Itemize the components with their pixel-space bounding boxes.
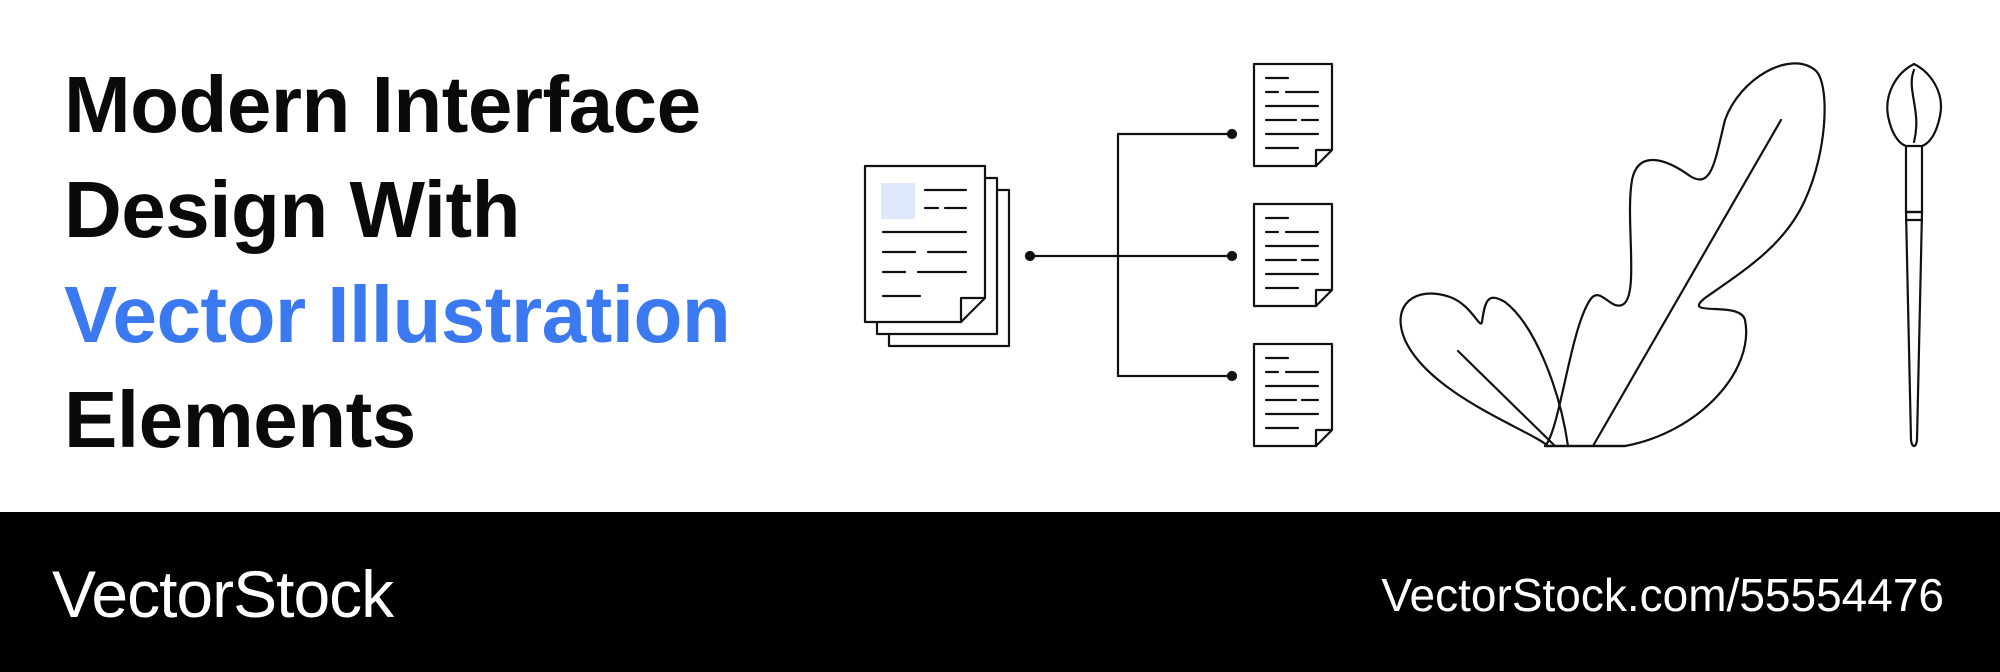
- headline: Modern Interface Design With Vector Illu…: [64, 52, 731, 472]
- leaf-plant-icon: [1399, 62, 1826, 448]
- headline-line-3-accent: Vector Illustration: [64, 270, 731, 359]
- headline-line-4: Elements: [64, 375, 416, 464]
- document-icon: [1252, 202, 1334, 308]
- document-icon: [1252, 342, 1334, 448]
- document-stack-icon: [863, 164, 1011, 348]
- paintbrush-icon: [1886, 62, 1943, 448]
- document-icon: [1252, 62, 1334, 168]
- headline-line-1: Modern Interface: [64, 60, 701, 149]
- headline-line-2: Design With: [64, 165, 520, 254]
- brand-logo-text: VectorStock: [52, 557, 394, 631]
- illustration: [863, 62, 1943, 448]
- footer-bar: VectorStock VectorStock.com/55554476: [0, 512, 2000, 672]
- brand-url: VectorStock.com/55554476: [1381, 569, 1944, 621]
- connector-lines: [1024, 128, 1238, 382]
